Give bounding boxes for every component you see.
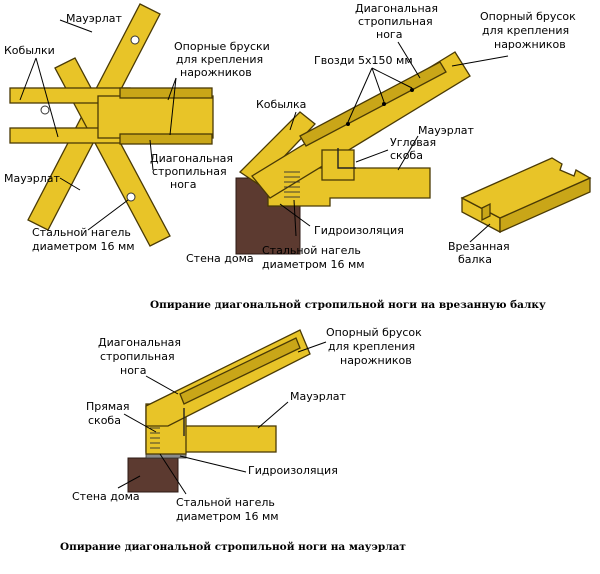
label-diagonal-leg-3: нога	[170, 178, 196, 191]
label-dowel-1: Стальной нагель	[32, 226, 131, 239]
label-diag-leg-bottom-2: стропильная	[100, 350, 175, 363]
label-support-1: Опорный брусок	[480, 10, 576, 23]
cut-beam-support-diagram: Диагональная стропильная нога Опорный бр…	[150, 2, 592, 311]
house-wall-bottom	[127, 457, 179, 493]
label-mauerlat: Мауэрлат	[418, 124, 475, 137]
support-block-side	[299, 61, 447, 147]
label-house-wall-bottom: Стена дома	[72, 490, 140, 503]
label-mauerlat-bottom: Мауэрлат	[290, 390, 347, 403]
steel-dowel-1	[130, 35, 140, 45]
cut-in-beam-side	[267, 167, 431, 207]
label-diag-leg-1: Диагональная	[355, 2, 438, 15]
plan-view-diagram: Мауэрлат Кобылки Опорные бруски для креп…	[4, 3, 270, 253]
label-support-bottom-1: Опорный брусок	[326, 326, 422, 339]
label-straight-bracket-2: скоба	[88, 414, 121, 427]
label-diagonal-leg-1: Диагональная	[150, 152, 233, 165]
label-kobylka: Кобылка	[256, 98, 306, 111]
mauerlat-beam-b	[54, 57, 171, 247]
label-house-wall: Стена дома	[186, 252, 254, 265]
label-nails: Гвозди 5х150 мм	[314, 54, 413, 67]
support-block-bottom	[179, 337, 301, 405]
label-support-beams-2: для крепления	[176, 53, 263, 66]
label-mauerlat-bottom: Мауэрлат	[4, 172, 61, 185]
support-block-top	[119, 87, 213, 99]
label-diag-leg-2: стропильная	[358, 15, 433, 28]
label-waterproofing-bottom: Гидроизоляция	[248, 464, 338, 477]
label-support-bottom-3: нарожников	[340, 354, 412, 367]
label-dowel-2: диаметром 16 мм	[32, 240, 135, 253]
label-diag-leg-bottom-1: Диагональная	[98, 336, 181, 349]
corner-bracket	[337, 148, 356, 169]
label-cut-beam-2: балка	[458, 253, 492, 266]
label-dowel-bottom-1: Стальной нагель	[176, 496, 275, 509]
steel-dowel-hatch	[284, 171, 300, 198]
label-support-bottom-2: для крепления	[328, 340, 415, 353]
steel-dowel-2	[40, 105, 50, 115]
label-dowel-bottom-2: диаметром 16 мм	[176, 510, 279, 523]
label-straight-bracket-1: Прямая	[86, 400, 130, 413]
caption-cut-beam: Опирание диагональной стропильной ноги н…	[150, 299, 546, 311]
diagonal-rafter-leg	[97, 95, 214, 139]
label-diag-leg-3: нога	[376, 28, 402, 41]
nail-1	[346, 122, 350, 126]
label-dowel-2: диаметром 16 мм	[262, 258, 365, 271]
label-corner-bracket-1: Угловая	[390, 136, 436, 149]
steel-dowel-hatch-bottom	[150, 427, 160, 449]
label-dowel-1: Стальной нагель	[262, 244, 361, 257]
label-support-beams-3: нарожников	[180, 66, 252, 79]
support-block-bottom	[119, 133, 213, 145]
steel-dowel-3	[126, 192, 136, 202]
label-mauerlat-top: Мауэрлат	[66, 12, 123, 25]
label-support-3: нарожников	[494, 38, 566, 51]
label-diag-leg-bottom-3: нога	[120, 364, 146, 377]
caption-mauerlat: Опирание диагональной стропильной ноги н…	[60, 541, 406, 553]
label-waterproofing: Гидроизоляция	[314, 224, 404, 237]
label-diagonal-leg-2: стропильная	[152, 165, 227, 178]
label-corner-bracket-2: скоба	[390, 149, 423, 162]
label-cut-beam-1: Врезанная	[448, 240, 510, 253]
cut-in-beam-isometric	[460, 157, 592, 234]
nail-2	[382, 102, 386, 106]
mauerlat-support-diagram: Диагональная стропильная нога Опорный бр…	[60, 326, 422, 553]
label-kobylki: Кобылки	[4, 44, 55, 57]
kobylka-rafter	[238, 111, 316, 185]
nail-3	[410, 88, 414, 92]
label-support-beams-1: Опорные бруски	[174, 40, 270, 53]
label-support-2: для крепления	[482, 24, 569, 37]
